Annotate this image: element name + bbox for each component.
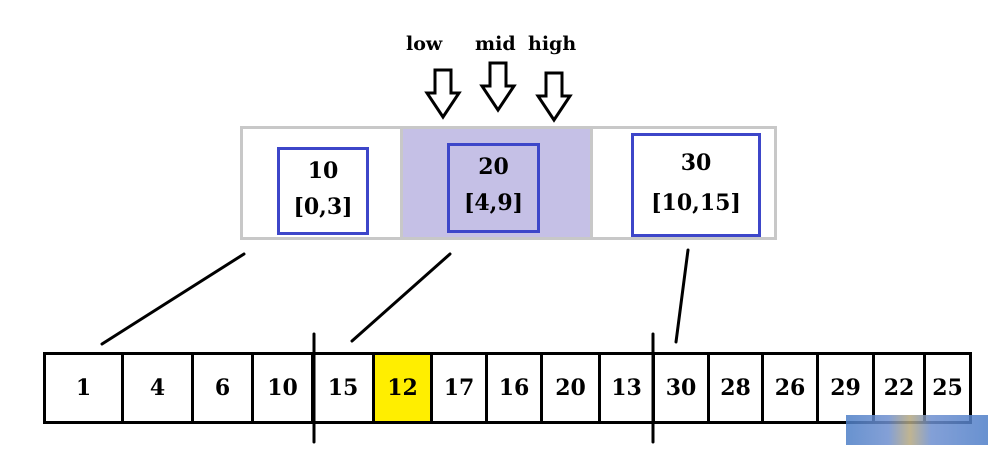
index-block-2: 30 [10,15]	[631, 133, 761, 237]
mid-pointer-label: mid	[475, 33, 516, 55]
connector-line	[350, 252, 452, 343]
array-cell: 29	[819, 355, 875, 421]
index-block-1: 20 [4,9]	[447, 143, 540, 233]
index-key: 10	[307, 158, 339, 184]
index-cell-2: 30 [10,15]	[593, 129, 774, 237]
array-cell: 16	[488, 355, 543, 421]
low-pointer-label: low	[406, 33, 443, 55]
index-divider	[590, 129, 593, 237]
array-cell: 4	[124, 355, 194, 421]
index-block-0: 10 [0,3]	[277, 147, 369, 235]
array-cell: 1	[46, 355, 124, 421]
watermark-image	[846, 415, 988, 445]
mid-arrow-icon	[479, 61, 517, 113]
high-pointer-label: high	[528, 33, 577, 55]
array-cell: 26	[764, 355, 819, 421]
connector-line	[100, 252, 246, 346]
array-cell: 25	[932, 375, 963, 401]
index-range: [10,15]	[651, 190, 741, 216]
high-arrow-icon	[535, 71, 573, 123]
index-range: [4,9]	[463, 190, 524, 216]
index-range: [0,3]	[293, 194, 353, 220]
index-key: 20	[478, 154, 509, 180]
array-cell: 15	[314, 355, 375, 421]
array-cell: 28	[710, 355, 764, 421]
array-cell: 30	[655, 355, 710, 421]
index-cell-0: 10 [0,3]	[243, 129, 400, 237]
array-cell: 12	[375, 355, 433, 421]
index-divider	[400, 129, 403, 237]
low-arrow-icon	[424, 68, 462, 120]
array-cell: 22	[875, 355, 926, 421]
index-cell-1: 20 [4,9]	[403, 129, 590, 237]
connector-line	[674, 248, 690, 344]
array-cell: 17	[433, 355, 488, 421]
index-table: 10 [0,3] 20 [4,9] 30 [10,15]	[240, 126, 777, 240]
index-key: 30	[680, 150, 712, 176]
array-cell: 6	[194, 355, 254, 421]
array-cell: 20	[543, 355, 601, 421]
